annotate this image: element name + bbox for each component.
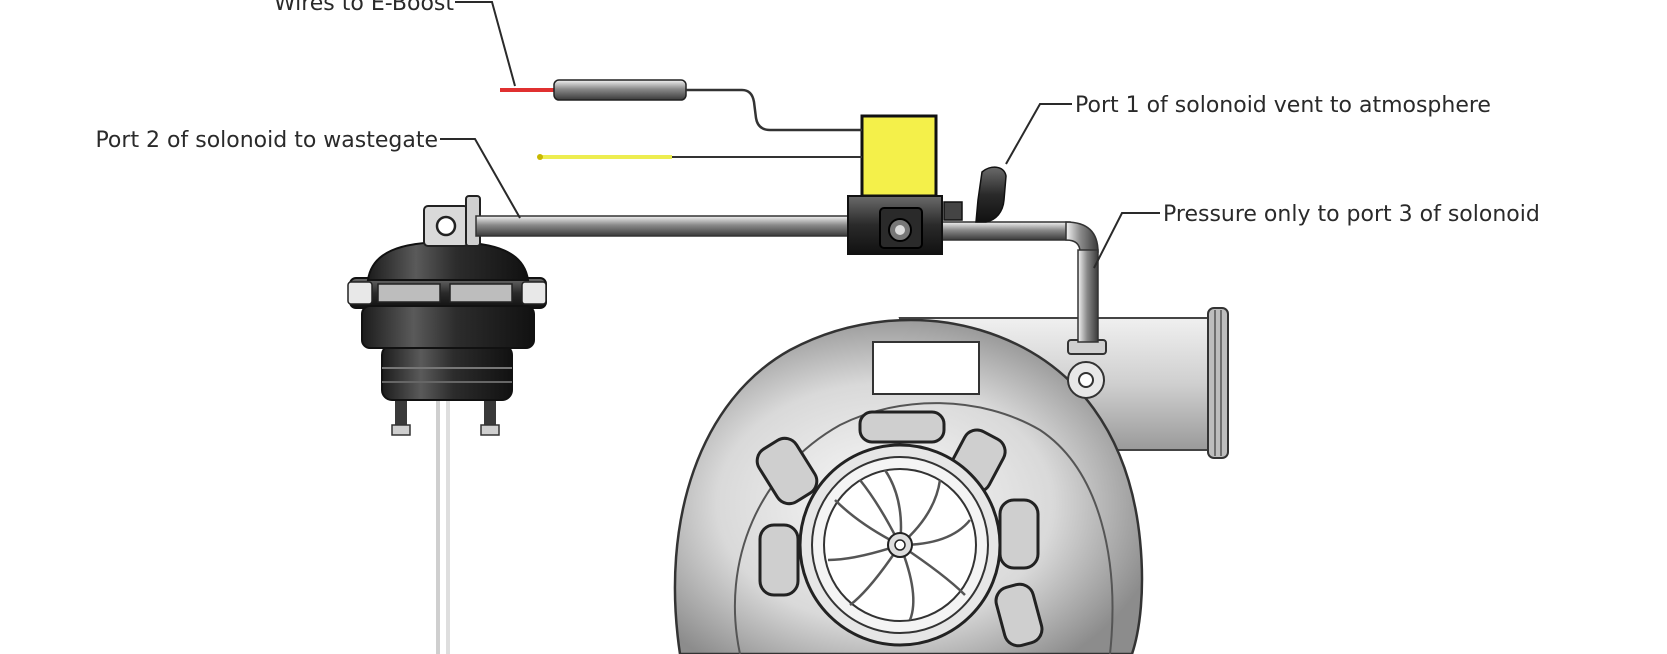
label-port3: Pressure only to port 3 of solonoid	[1163, 202, 1540, 227]
compressor-wheel	[798, 443, 1002, 647]
eboost-wires	[500, 79, 862, 160]
wire-sleeve	[553, 79, 687, 101]
housing-label-plate	[872, 341, 980, 395]
wastegate-line	[475, 215, 857, 237]
boost-lines	[475, 166, 1099, 343]
wastegate-actuator	[347, 195, 547, 654]
turbocharger	[673, 307, 1229, 654]
leader-lines	[440, 0, 1160, 269]
outlet-flange	[1207, 307, 1229, 459]
vent-fitting	[975, 166, 1007, 223]
label-port1: Port 1 of solonoid vent to atmosphere	[1075, 93, 1491, 118]
eboost-solenoid	[847, 114, 963, 255]
label-port2: Port 2 of solonoid to wastegate	[95, 128, 438, 153]
pressure-line	[929, 221, 1071, 241]
label-wires-to-eboost: Wires to E-Boost	[274, 0, 455, 16]
solenoid-coil	[860, 114, 938, 198]
